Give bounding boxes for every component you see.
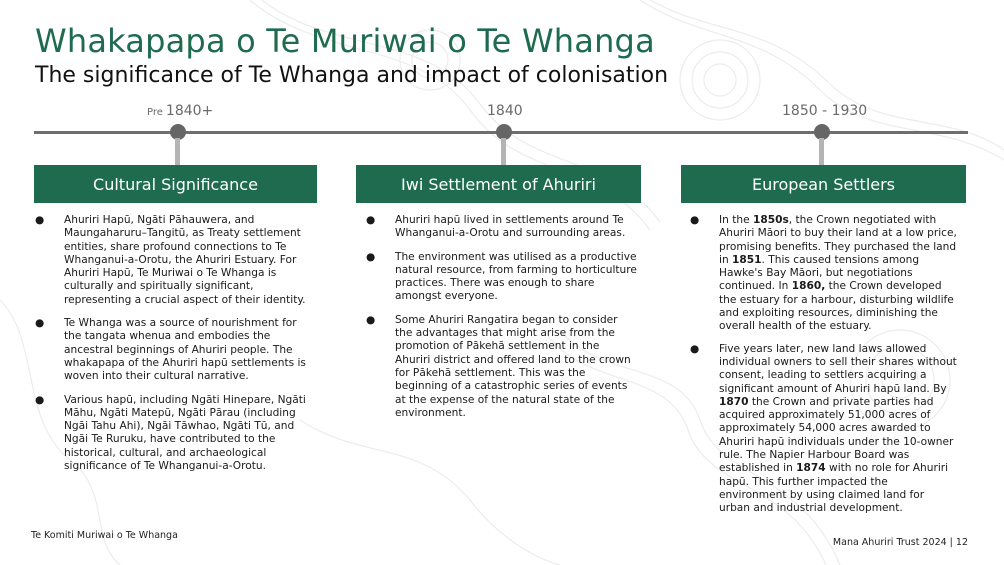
timeline-marker: [814, 124, 830, 140]
bullet-item: ● Five years later, new land laws allowe…: [690, 343, 958, 516]
bullet-text: In the: [719, 214, 753, 226]
bullet-text: the Crown developed the estuary for a ha…: [719, 280, 954, 333]
bullet-text: Five years later, new land laws allowed …: [719, 342, 957, 395]
timeline-connector: [501, 138, 506, 166]
bullet-text-bold: 1874: [796, 462, 826, 475]
bullet-marker: ●: [35, 214, 45, 226]
bullet-text: Some Ahuriri Rangatira began to consider…: [395, 313, 631, 419]
bullet-text: , the Crown negotiated with Ahuriri Māor…: [719, 214, 957, 266]
page-title: Whakapapa o Te Muriwai o Te Whanga: [35, 22, 655, 60]
bullet-item: ● Ahuriri hapū lived in settlements aroun…: [366, 214, 638, 241]
bullet-marker: ●: [366, 250, 376, 263]
timeline-marker: [170, 124, 186, 140]
column-header-cultural-significance: Cultural Significance: [34, 165, 317, 203]
bullet-text-bold: 1860,: [791, 280, 826, 293]
bullet-text: Ahuriri Hapū, Ngāti Pāhauwera, and Maung…: [64, 214, 306, 306]
bullet-item: ● The environment was utilised as a produ…: [366, 251, 638, 304]
timeline-connector: [819, 138, 824, 166]
bullet-text: . This caused tensions among Hawke's Bay…: [719, 253, 920, 293]
bullet-item: ● In the 1850s, the Crown negotiated wit…: [690, 214, 958, 334]
timeline-label-text: 1850 - 1930: [782, 103, 868, 119]
footer-committee-name: Te Komiti Muriwai o Te Whanga: [31, 530, 178, 541]
timeline-connector: [175, 138, 180, 166]
bullet-text: Various hapū, including Ngāti Hinepare, …: [64, 393, 306, 473]
timeline-label-1840: 1840: [487, 103, 523, 119]
bullet-marker: ●: [690, 214, 700, 226]
bullet-item: ● Various hapū, including Ngāti Hinepare,…: [35, 394, 315, 474]
footer-trust-page-number: Mana Ahuriri Trust 2024 | 12: [832, 537, 968, 548]
bullet-text-bold: 1870: [719, 395, 749, 408]
column-header-european-settlers: European Settlers: [681, 165, 966, 203]
bullet-text: The environment was utilised as a produc…: [395, 250, 637, 303]
cultural-significance-list: ● Ahuriri Hapū, Ngāti Pāhauwera, and Maun…: [35, 214, 315, 483]
bullet-text: Te Whanga was a source of nourishment fo…: [64, 317, 306, 383]
bullet-text: Ahuriri hapū lived in settlements around…: [395, 214, 626, 240]
page-subtitle: The significance of Te Whanga and impact…: [35, 63, 669, 88]
bullet-marker: ●: [35, 393, 45, 406]
iwi-settlement-list: ● Ahuriri hapū lived in settlements aroun…: [366, 214, 638, 430]
bullet-marker: ●: [35, 317, 45, 330]
bullet-item: ● Some Ahuriri Rangatira began to conside…: [366, 314, 638, 420]
timeline-label-prefix: Pre: [147, 107, 163, 118]
bullet-text-bold: 1850s: [752, 214, 789, 226]
bullet-item: ● Ahuriri Hapū, Ngāti Pāhauwera, and Maun…: [35, 214, 315, 307]
timeline-label-1850-1930: 1850 - 1930: [782, 103, 867, 119]
bullet-text: the Crown and private parties had acquir…: [719, 395, 954, 475]
timeline-label-text: 1840+: [165, 103, 214, 119]
timeline-marker: [496, 124, 512, 140]
timeline-label-text: 1840: [487, 103, 523, 119]
bullet-text-bold: 1851: [732, 253, 762, 266]
european-settlers-list: ● In the 1850s, the Crown negotiated wit…: [690, 214, 958, 525]
bullet-marker: ●: [366, 214, 376, 226]
bullet-marker: ●: [690, 342, 700, 355]
column-header-iwi-settlement: Iwi Settlement of Ahuriri: [356, 165, 641, 203]
bullet-item: ● Te Whanga was a source of nourishment f…: [35, 317, 315, 383]
bullet-marker: ●: [366, 313, 376, 326]
bullet-text: with no role for Ahuriri hapū. This furt…: [719, 462, 949, 515]
